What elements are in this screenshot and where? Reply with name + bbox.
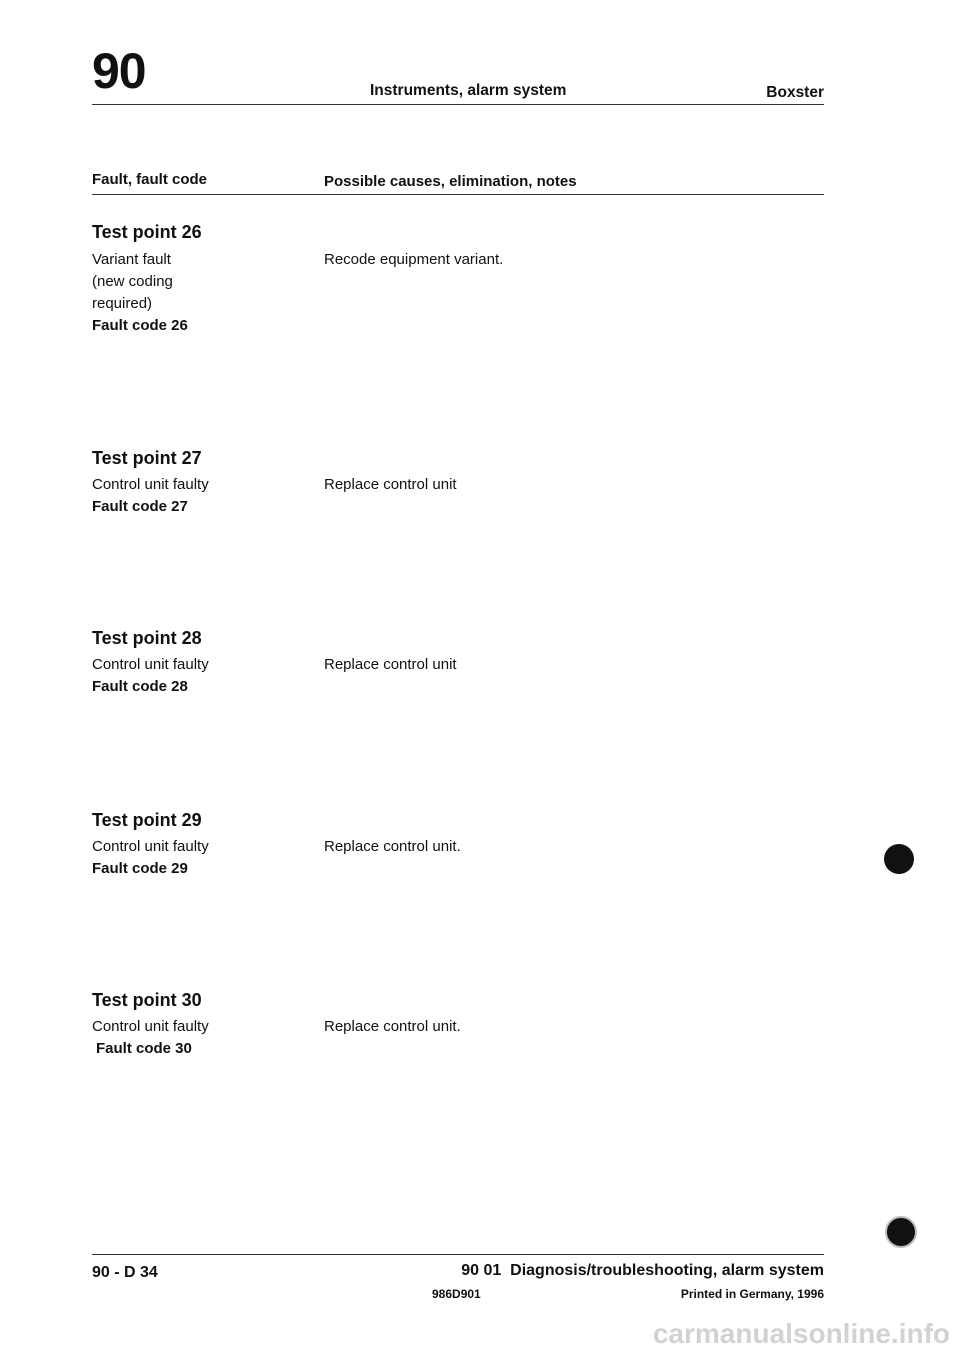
footer-document-number: 986D901 [432, 1287, 481, 1301]
margin-mark-dot [885, 1216, 917, 1248]
footer-rule [92, 1254, 824, 1255]
test-point-action: Replace control unit. [324, 838, 461, 855]
test-point-title: Test point 30 [92, 990, 202, 1010]
margin-mark-dot [884, 844, 914, 874]
test-point-action: Replace control unit [324, 476, 457, 493]
column-header-rule [92, 194, 824, 195]
fault-code: Fault code 26 [92, 317, 188, 334]
test-point-description: Control unit faulty Fault code 30 [92, 1016, 209, 1060]
description-line: Control unit faulty [92, 1018, 209, 1035]
fault-code: Fault code 27 [92, 498, 188, 515]
test-point-action: Recode equipment variant. [324, 251, 504, 268]
fault-code: Fault code 28 [92, 678, 188, 695]
footer-section-title: 90 01 Diagnosis/troubleshooting, alarm s… [461, 1262, 824, 1279]
test-point-action: Replace control unit. [324, 1018, 461, 1035]
header-title: Instruments, alarm system [370, 82, 567, 99]
group-number: 90 [92, 43, 147, 99]
test-point-description: Variant fault (new coding required) Faul… [92, 249, 188, 337]
test-point-description: Control unit faulty Fault code 29 [92, 836, 209, 880]
watermark: carmanualsonline.info [652, 1318, 950, 1349]
description-line: Variant fault [92, 251, 171, 268]
footer-print-note: Printed in Germany, 1996 [680, 1287, 824, 1301]
description-line: (new coding [92, 273, 173, 290]
test-point-title: Test point 29 [92, 810, 202, 830]
description-line: Control unit faulty [92, 476, 209, 493]
test-point-description: Control unit faulty Fault code 28 [92, 654, 209, 698]
fault-code: Fault code 29 [92, 860, 188, 877]
description-line: required) [92, 295, 153, 312]
test-point-action: Replace control unit [324, 656, 457, 673]
description-line: Control unit faulty [92, 838, 209, 855]
fault-code: Fault code 30 [96, 1040, 192, 1057]
test-point-title: Test point 27 [92, 448, 202, 468]
column-header-fault: Fault, fault code [92, 171, 208, 188]
header-model: Boxster [766, 84, 824, 101]
description-line: Control unit faulty [92, 656, 209, 673]
footer-page-number: 90 - D 34 [92, 1264, 158, 1281]
header-rule [92, 104, 824, 105]
test-point-title: Test point 28 [92, 628, 202, 648]
column-header-causes: Possible causes, elimination, notes [324, 173, 577, 190]
test-point-title: Test point 26 [92, 222, 202, 242]
test-point-description: Control unit faulty Fault code 27 [92, 474, 209, 518]
